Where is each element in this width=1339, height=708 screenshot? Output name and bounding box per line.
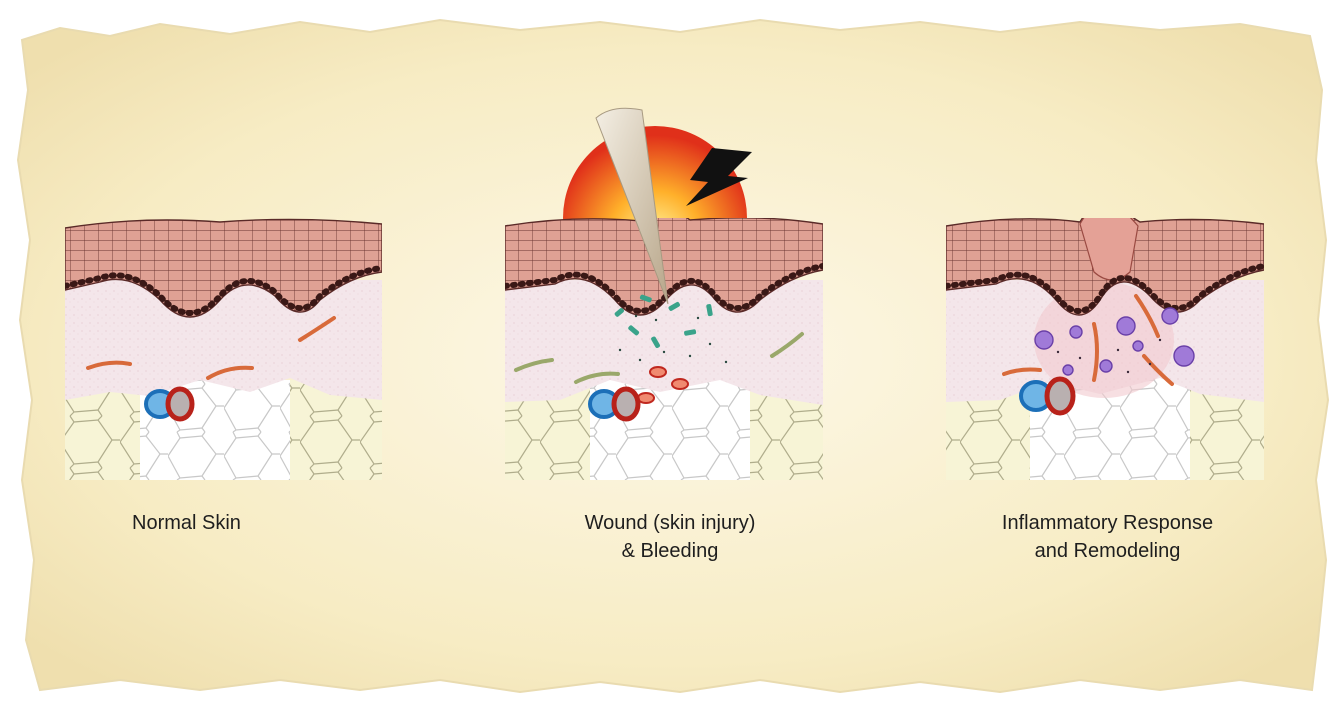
caption-line: & Bleeding (500, 537, 840, 565)
dermis-layer (65, 280, 382, 400)
caption-inflammation: Inflammatory Response and Remodeling (920, 509, 1295, 565)
blood-vessel-pair (1021, 379, 1073, 413)
caption-line: Normal Skin (132, 509, 330, 537)
caption-line: Wound (skin injury) (500, 509, 840, 537)
caption-normal-skin: Normal Skin (60, 509, 330, 537)
blood-vessel-pair (590, 389, 638, 419)
blood-vessel-pair (146, 389, 192, 419)
caption-line: and Remodeling (920, 537, 1295, 565)
caption-line: Inflammatory Response (920, 509, 1295, 537)
panel-wound-bleeding-tissue (505, 212, 823, 480)
panel-inflammation (946, 197, 1264, 480)
caption-wound-bleeding: Wound (skin injury) & Bleeding (500, 509, 840, 565)
panel-normal-skin (65, 219, 382, 480)
